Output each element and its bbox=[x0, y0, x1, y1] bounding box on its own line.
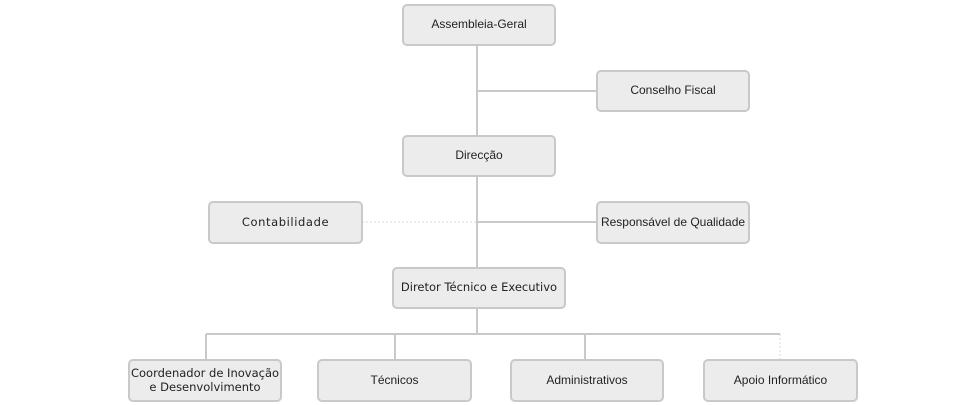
node-contabilidade: Contabilidade bbox=[208, 201, 363, 244]
node-diretor-tecnico-executivo: Diretor Técnico e Executivo bbox=[392, 267, 566, 309]
node-label: Assembleia-Geral bbox=[431, 17, 527, 32]
node-label: Coordenador de Inovação e Desenvolviment… bbox=[130, 366, 280, 394]
node-responsavel-qualidade: Responsável de Qualidade bbox=[596, 201, 750, 244]
node-label: Conselho Fiscal bbox=[630, 83, 716, 98]
node-label: Diretor Técnico e Executivo bbox=[400, 280, 558, 295]
node-administrativos: Administrativos bbox=[510, 359, 664, 402]
node-conselho-fiscal: Conselho Fiscal bbox=[596, 70, 750, 112]
node-label: Direcção bbox=[455, 148, 503, 163]
node-label: Apoio Informático bbox=[733, 372, 828, 387]
node-label: Técnicos bbox=[370, 372, 419, 387]
node-label: Administrativos bbox=[546, 372, 628, 387]
node-coordenador-inovacao: Coordenador de Inovação e Desenvolviment… bbox=[128, 359, 282, 402]
node-assembleia-geral: Assembleia-Geral bbox=[402, 4, 556, 46]
node-tecnicos: Técnicos bbox=[317, 359, 472, 402]
node-label: Contabilidade bbox=[241, 214, 330, 229]
node-direccao: Direcção bbox=[402, 135, 556, 177]
node-apoio-informatico: Apoio Informático bbox=[703, 359, 858, 402]
node-label: Responsável de Qualidade bbox=[600, 214, 746, 229]
